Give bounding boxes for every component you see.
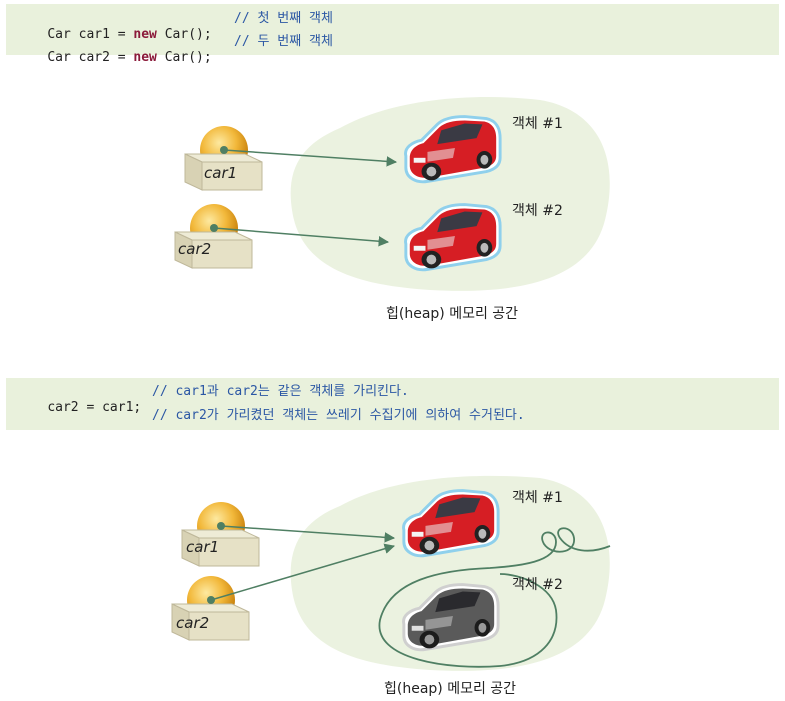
code-line: Car car2 = new Car(); bbox=[16, 34, 212, 82]
code-block-1: Car car1 = new Car(); // 첫 번째 객체 Car car… bbox=[6, 4, 779, 65]
object-label-2: 객체 #2 bbox=[512, 577, 563, 593]
code-text: car2 = car1; bbox=[47, 400, 142, 415]
var-label-car1: car1 bbox=[204, 164, 237, 182]
code-comment: // car1과 car2는 같은 객체를 가리킨다. bbox=[152, 384, 409, 399]
reference-arrow-car1 bbox=[220, 525, 396, 543]
code-block-2: car2 = car1; // car1과 car2는 같은 객체를 가리킨다.… bbox=[6, 378, 779, 430]
code-text: Car(); bbox=[156, 27, 212, 42]
heap-diagram-1: car1 car2 객체 #1 객체 #2 힙(heap) 메모리 공간 bbox=[174, 97, 610, 322]
code-text: Car car1 = bbox=[47, 27, 134, 42]
garbage-collector-loop bbox=[378, 527, 611, 668]
code-text: Car car2 = bbox=[47, 50, 134, 65]
var-label-car2: car2 bbox=[178, 240, 211, 258]
var-label-car1: car1 bbox=[186, 538, 219, 556]
code-comment: // 첫 번째 객체 bbox=[234, 11, 333, 26]
heap-diagram-2: car1 car2 객체 #1 객체 #2 힙(heap) 메모리 공간 bbox=[171, 475, 611, 697]
code-text: Car(); bbox=[156, 50, 212, 65]
reference-arrow-car2 bbox=[213, 227, 390, 247]
code-line: Car car1 = new Car(); bbox=[16, 11, 212, 59]
reference-arrow-car1 bbox=[223, 149, 398, 167]
heap-area bbox=[290, 475, 610, 671]
code-keyword: new bbox=[133, 50, 157, 65]
code-comment: // car2가 가리켰던 객체는 쓰레기 수집기에 의하여 수거된다. bbox=[152, 408, 525, 423]
heap-label: 힙(heap) 메모리 공간 bbox=[386, 306, 518, 322]
object-label-1: 객체 #1 bbox=[512, 116, 563, 132]
heap-area bbox=[290, 97, 610, 291]
heap-label: 힙(heap) 메모리 공간 bbox=[384, 681, 516, 697]
reference-arrow-car2 bbox=[210, 543, 396, 601]
object-label-1: 객체 #1 bbox=[512, 490, 563, 506]
reference-box-car1: car1 bbox=[181, 502, 260, 567]
reference-box-car2: car2 bbox=[171, 576, 250, 641]
var-label-car2: car2 bbox=[176, 614, 209, 632]
reference-box-car1: car1 bbox=[184, 126, 263, 191]
reference-box-car2: car2 bbox=[174, 204, 253, 269]
code-keyword: new bbox=[133, 27, 157, 42]
code-line: car2 = car1; bbox=[16, 384, 141, 432]
object-label-2: 객체 #2 bbox=[512, 203, 563, 219]
code-comment: // 두 번째 객체 bbox=[234, 34, 333, 49]
